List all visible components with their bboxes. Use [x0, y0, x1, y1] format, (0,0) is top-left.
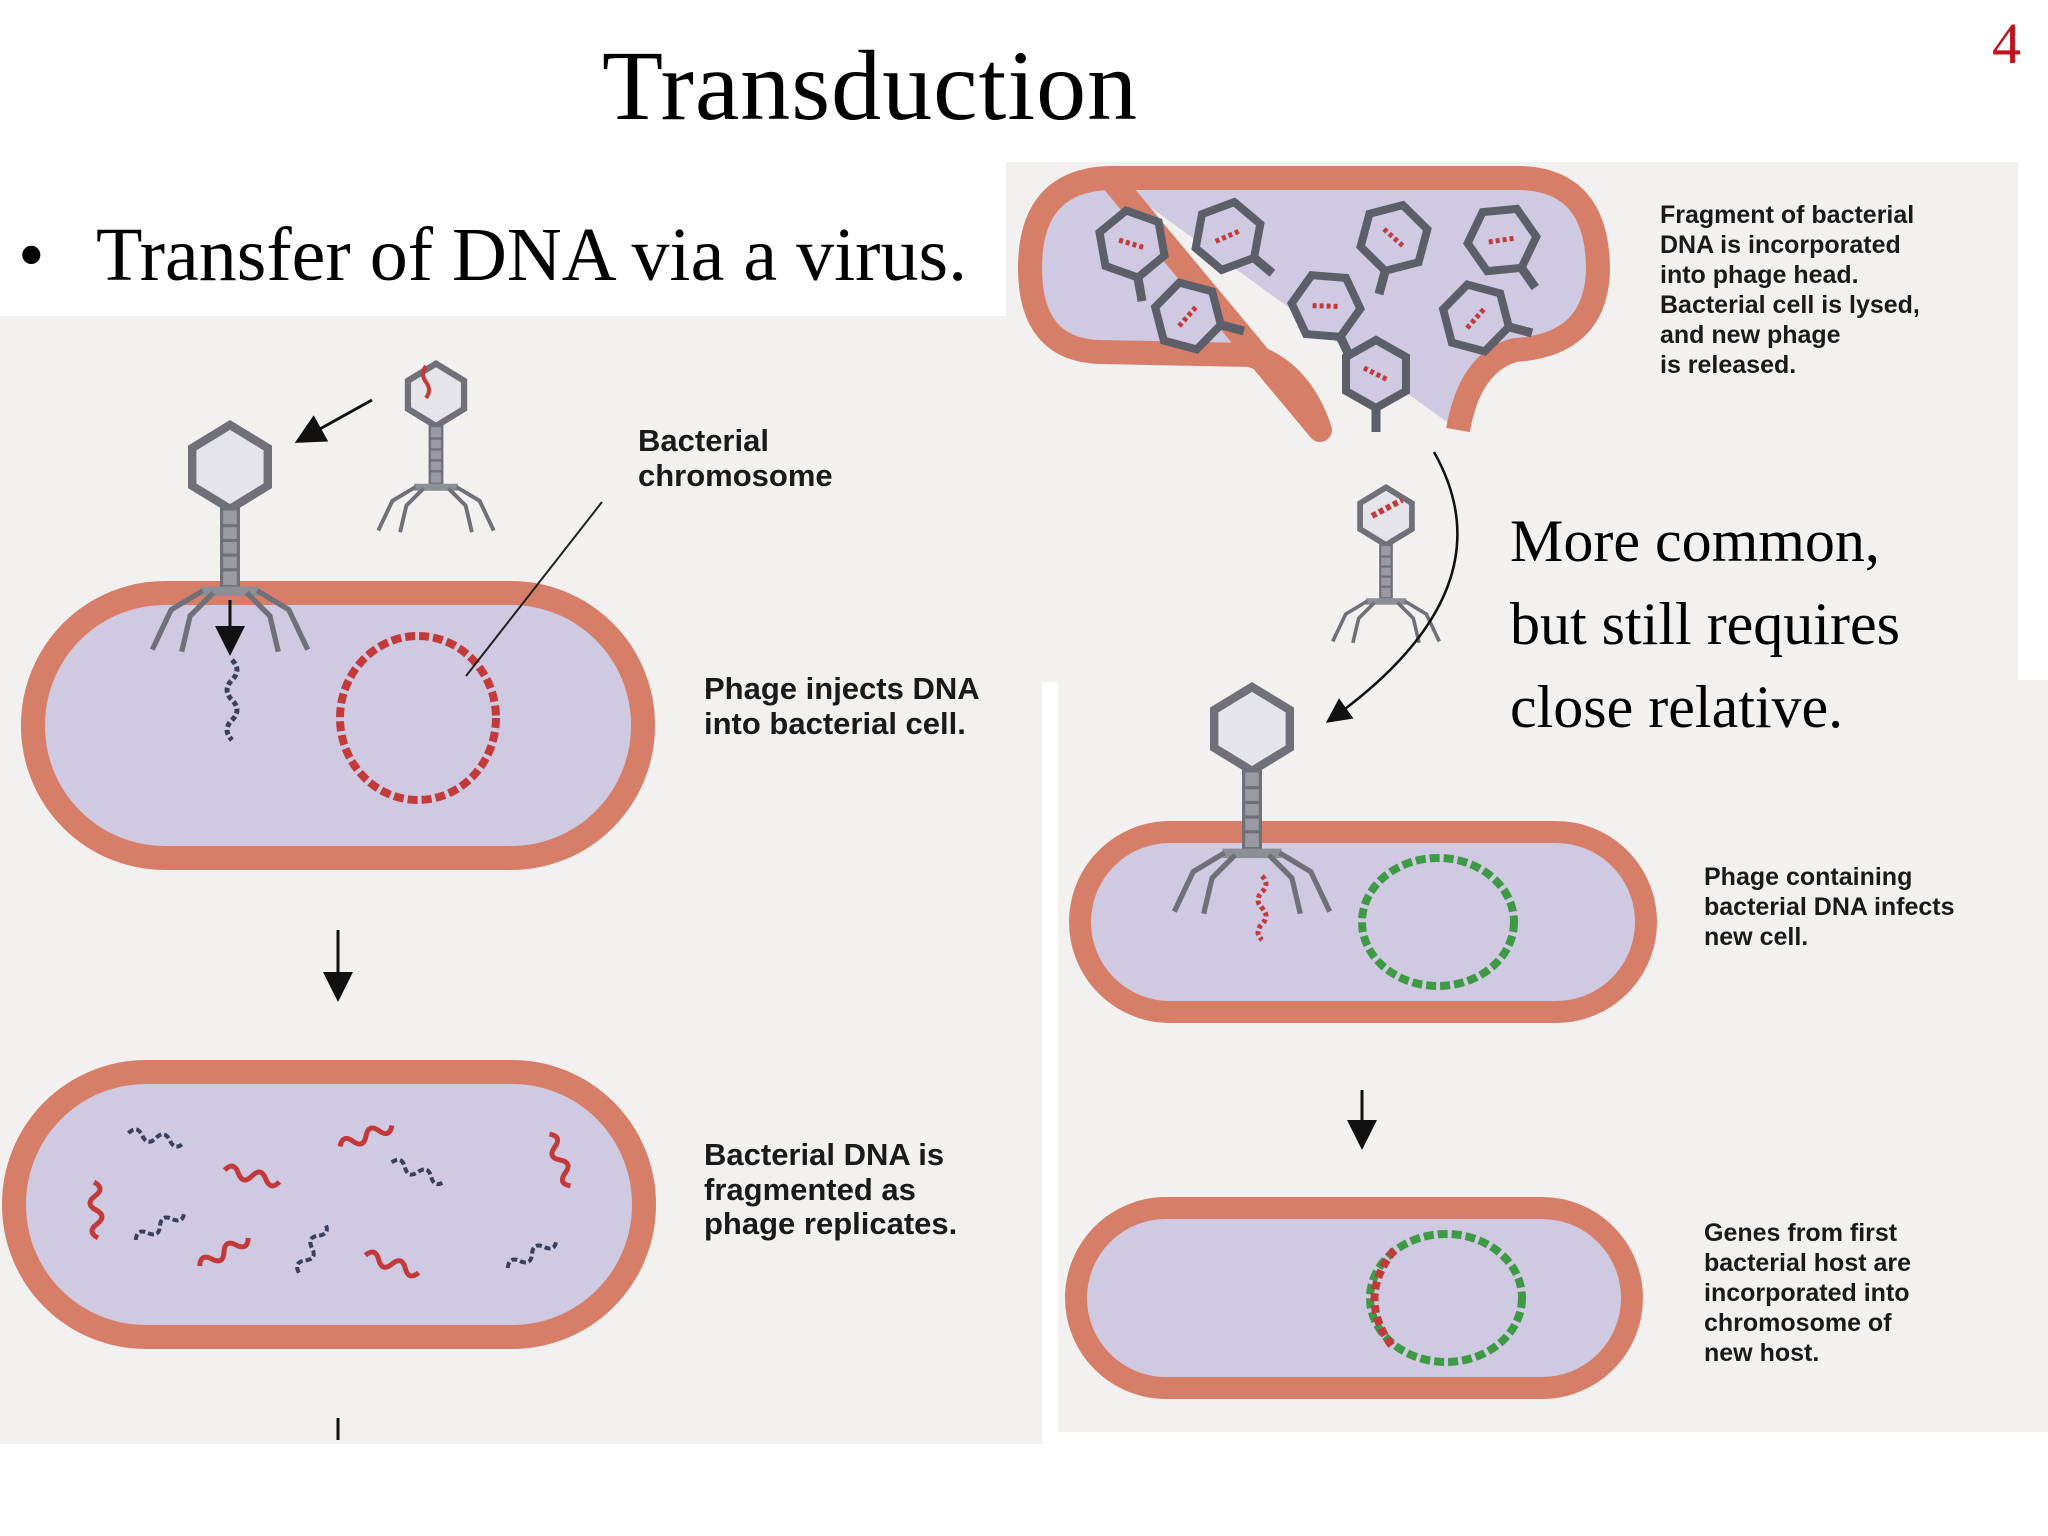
bullet-point: • Transfer of DNA via a virus.: [18, 212, 967, 299]
new-host-chromosome: [1358, 854, 1518, 990]
note-line: but still requires: [1510, 590, 1900, 657]
label-bacterial-chromosome: Bacterial chromosome: [638, 423, 833, 493]
label-line: and new phage: [1660, 321, 1841, 349]
label-line: Fragment of bacterial: [1660, 201, 1915, 229]
label-line: Bacterial: [638, 423, 769, 458]
bacterial-cell-2: [2, 1060, 656, 1349]
integrated-fragment: [1370, 1247, 1398, 1349]
label-dna-fragmented: Bacterial DNA is fragmented as phage rep…: [704, 1137, 958, 1242]
bacterial-cell-4: [1065, 1197, 1643, 1399]
approach-arrow: [294, 398, 373, 443]
bacterial-chromosome-circle: [336, 632, 500, 804]
bullet-text: Transfer of DNA via a virus.: [96, 213, 968, 297]
label-line: chromosome of: [1704, 1309, 1892, 1337]
label-line: phage replicates.: [704, 1206, 958, 1242]
chromosome-leader-line: [465, 501, 603, 677]
label-phage-infects-new: Phage containing bacterial DNA infects n…: [1704, 862, 1955, 952]
label-line: incorporated into: [1704, 1279, 1910, 1307]
label-line: bacterial DNA infects: [1704, 893, 1955, 921]
label-line: is released.: [1660, 351, 1797, 379]
transduced-dna: [1255, 874, 1269, 942]
label-line: Bacterial DNA is: [704, 1137, 945, 1172]
label-line: new cell.: [1704, 923, 1809, 951]
label-phage-injects: Phage injects DNA into bacterial cell.: [704, 671, 980, 741]
slide-title: Transduction: [602, 30, 1139, 141]
label-line: Phage containing: [1704, 863, 1913, 891]
label-line: DNA is incorporated: [1660, 231, 1901, 259]
label-genes-incorporated: Genes from first bacterial host are inco…: [1704, 1218, 1911, 1368]
slide-number: 4: [1992, 11, 2021, 76]
label-fragment-incorporated: Fragment of bacterial DNA is incorporate…: [1660, 200, 1920, 380]
recombined-chromosome: [1366, 1230, 1526, 1366]
phage-dna: [224, 658, 240, 742]
label-line: chromosome: [638, 457, 833, 493]
label-line: into bacterial cell.: [704, 705, 966, 741]
label-line: Bacterial cell is lysed,: [1660, 291, 1920, 319]
note-line: More common,: [1510, 508, 1880, 574]
note-line: close relative.: [1510, 673, 1844, 740]
label-line: into phage head.: [1660, 261, 1859, 289]
label-line: Genes from first: [1704, 1219, 1898, 1247]
released-phage: [1333, 487, 1440, 643]
label-line: bacterial host are: [1704, 1249, 1912, 1277]
approaching-phage: [378, 364, 493, 532]
bullet-dot: •: [18, 213, 45, 297]
side-note: More common, but still requires close re…: [1510, 500, 1900, 748]
label-line: Phage injects DNA: [704, 671, 980, 706]
label-line: fragmented as: [704, 1171, 916, 1207]
label-line: new host.: [1704, 1339, 1820, 1367]
curved-arrow: [1325, 451, 1459, 723]
